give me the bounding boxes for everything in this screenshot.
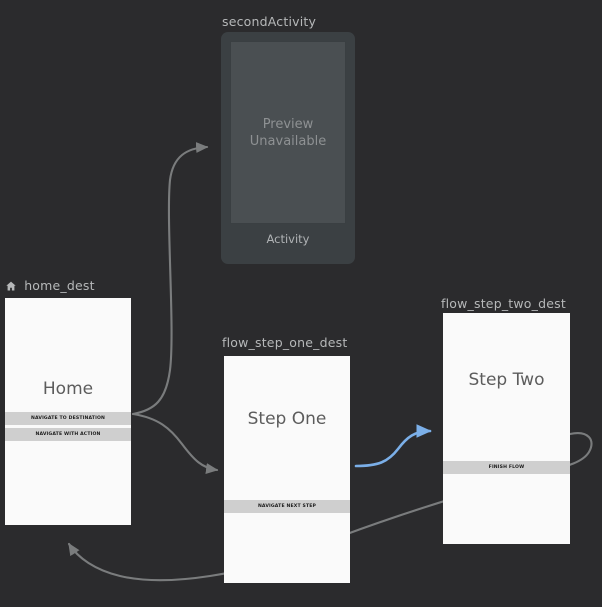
activity-preview-area: Preview Unavailable [230,41,346,224]
node-label-text: flow_step_one_dest [222,335,348,350]
node-home_dest[interactable]: Home NAVIGATE TO DESTINATION NAVIGATE WI… [5,298,131,525]
step-one-title: Step One [247,409,327,429]
home-screen-title: Home [42,379,94,399]
node-label-flow_step_two_dest: flow_step_two_dest [441,296,566,311]
edge-home-to-flow-step-one[interactable] [131,412,219,474]
node-label-flow_step_one_dest: flow_step_one_dest [222,335,347,350]
navigate-to-destination-button[interactable]: NAVIGATE TO DESTINATION [5,412,131,425]
activity-preview-text: Preview Unavailable [249,116,327,149]
node-flow_step_one_dest[interactable]: Step One NAVIGATE NEXT STEP [224,356,350,583]
finish-flow-button[interactable]: FINISH FLOW [443,461,570,474]
step-two-title: Step Two [468,370,545,390]
node-label-text: home_dest [24,278,95,293]
edge-home-to-second-activity[interactable] [131,142,209,416]
home-icon [5,280,17,295]
node-label-home_dest: home_dest [5,278,95,295]
node-label-text: flow_step_two_dest [441,296,566,311]
node-label-secondActivity: secondActivity [222,14,316,29]
navigate-next-step-button[interactable]: NAVIGATE NEXT STEP [224,500,350,513]
node-label-text: secondActivity [222,14,317,29]
activity-type-label: Activity [266,232,310,246]
navigate-with-action-button[interactable]: NAVIGATE WITH ACTION [5,428,131,441]
node-flow_step_two_dest[interactable]: Step Two FINISH FLOW [443,313,570,544]
node-secondActivity[interactable]: Preview Unavailable Activity [221,32,355,264]
edge-flow-step-one-to-flow-step-two-selected[interactable] [354,424,432,468]
